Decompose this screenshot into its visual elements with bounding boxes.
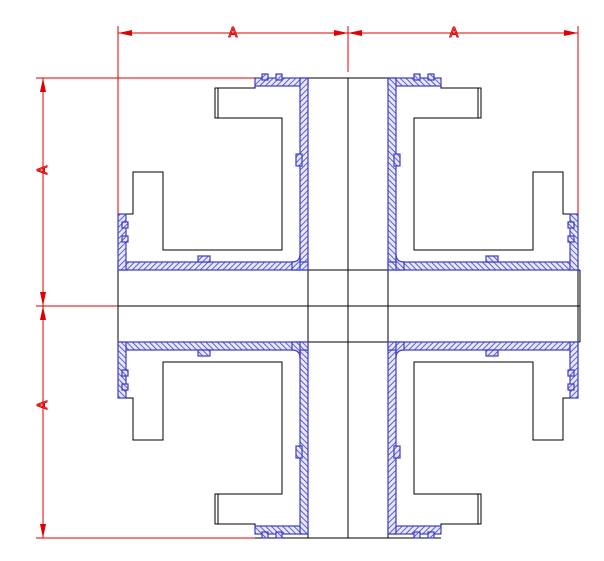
dim-label-left-upper: A (36, 165, 51, 174)
dim-label-top-left: A (229, 26, 238, 41)
dimension-horizontal: A A (117, 26, 579, 214)
bracket-bottom-left (117, 305, 309, 539)
bracket-top-left (117, 73, 309, 307)
dim-label-top-right: A (450, 26, 459, 41)
bracket-bottom-right (387, 305, 579, 539)
bracket-top-right (387, 73, 579, 307)
dim-label-left-lower: A (36, 400, 51, 409)
dimension-vertical: A A (36, 77, 255, 539)
